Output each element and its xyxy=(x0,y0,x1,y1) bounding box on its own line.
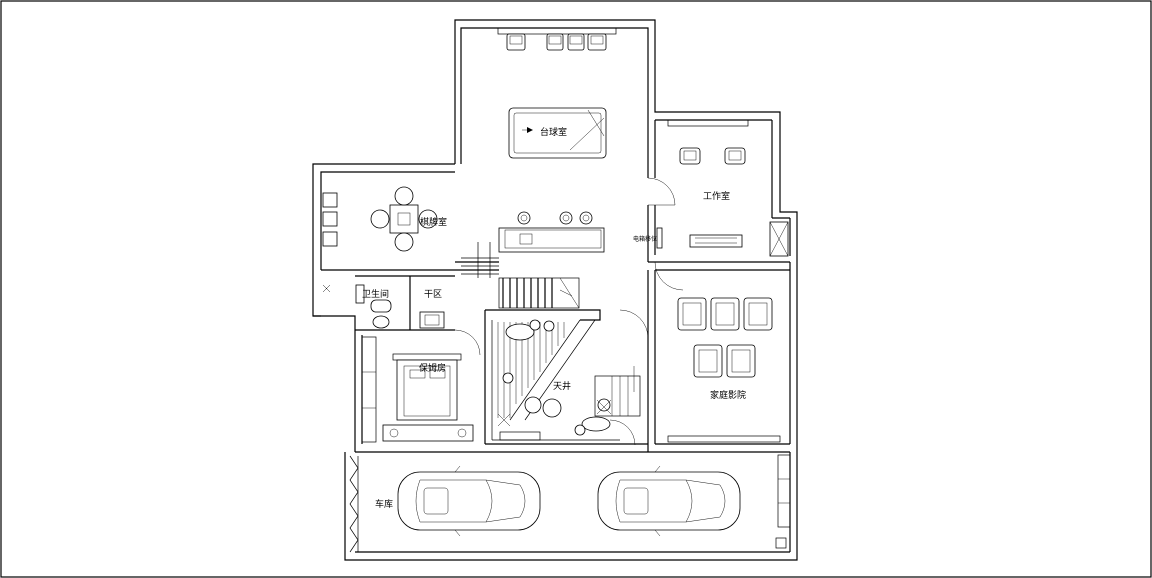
car-left xyxy=(397,465,541,537)
room-label-garage: 车库 xyxy=(375,498,393,510)
theater-seats-front-row xyxy=(677,297,773,331)
billiards-room: 台球室 xyxy=(497,27,617,253)
patio: 天井 xyxy=(484,309,648,445)
armchair-row xyxy=(506,33,607,51)
plant-symbols xyxy=(497,399,612,427)
electrical-note: 电箱移位 xyxy=(633,235,657,243)
bathroom: 卫生间 xyxy=(322,275,455,331)
studio: 工作室 电箱移位 xyxy=(633,119,789,257)
dry-zone: 干区 xyxy=(419,289,445,329)
pool-table xyxy=(508,107,607,159)
theater-seats-back-row xyxy=(693,344,756,378)
garage: 车库 xyxy=(349,454,791,553)
bar-counter xyxy=(498,227,605,253)
room-label-nanny: 保姆房 xyxy=(419,362,446,374)
patio-deck-lines xyxy=(497,322,565,418)
door-swings xyxy=(454,177,684,446)
stair-corridor xyxy=(455,242,499,278)
chess-room: 棋牌室 xyxy=(322,186,447,252)
room-label-theater: 家庭影院 xyxy=(710,389,746,401)
nanny-room: 保姆房 xyxy=(361,336,474,443)
room-label-studio: 工作室 xyxy=(703,190,730,202)
room-label-chess: 棋牌室 xyxy=(420,216,447,228)
room-label-bathroom: 卫生间 xyxy=(362,288,389,300)
room-label-billiards: 台球室 xyxy=(540,126,567,138)
car-right xyxy=(597,465,741,537)
chess-table xyxy=(370,186,438,252)
home-theater: 家庭影院 xyxy=(667,297,781,443)
main-staircase xyxy=(498,277,580,309)
room-label-patio: 天井 xyxy=(553,380,571,392)
room-label-dry-zone: 干区 xyxy=(424,289,442,300)
bar-stools xyxy=(517,211,593,225)
